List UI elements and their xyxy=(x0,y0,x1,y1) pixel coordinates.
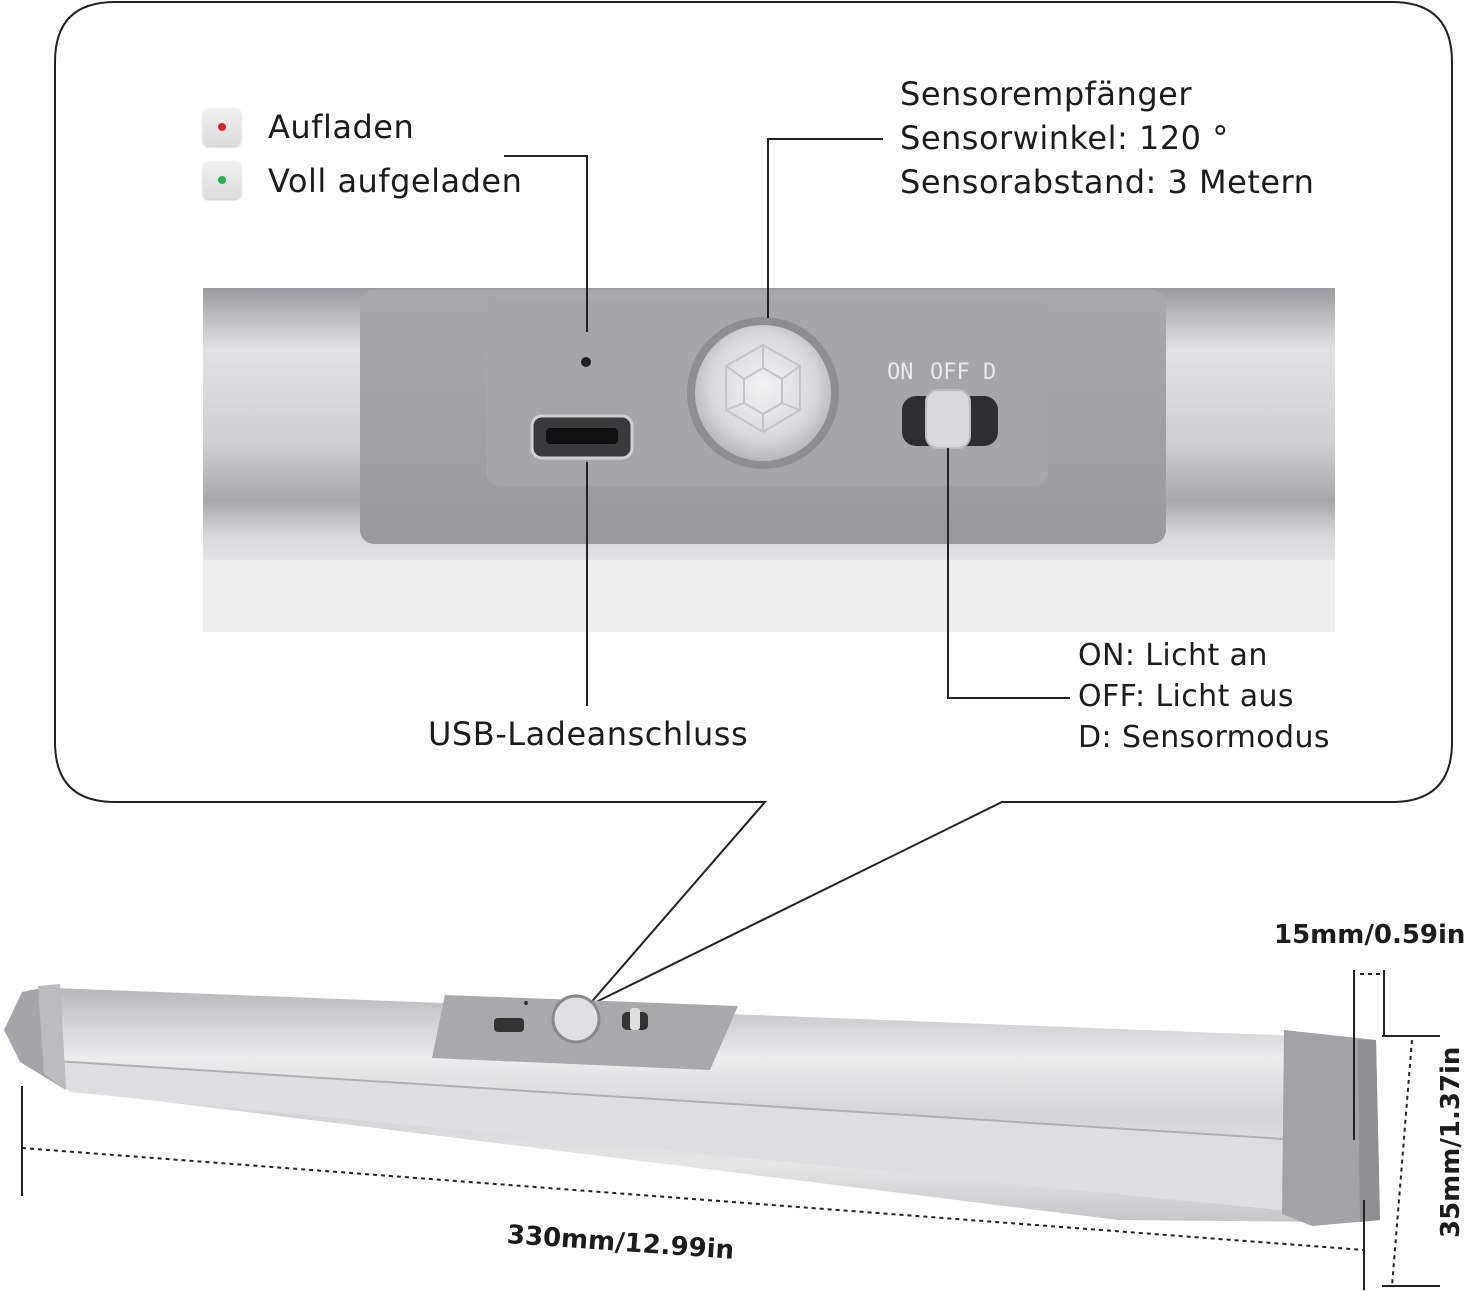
sensor-angle-label: Sensorwinkel: 120 ° xyxy=(900,119,1229,157)
height-dimension-label: 35mm/1.37in xyxy=(1436,1046,1466,1238)
full-label: Voll aufgeladen xyxy=(268,162,523,200)
full-indicator-icon xyxy=(203,161,241,199)
charging-indicator-icon xyxy=(203,108,241,146)
switch-label-on: ON xyxy=(887,360,914,385)
sensor-receiver-label: Sensorempfänger xyxy=(900,75,1192,113)
sensor-distance-label: Sensorabstand: 3 Metern xyxy=(900,163,1315,201)
switch-label-d: D xyxy=(983,360,997,385)
red-led-icon xyxy=(218,123,226,131)
charging-label: Aufladen xyxy=(268,108,415,146)
switch-desc-off: OFF: Licht aus xyxy=(1078,679,1294,714)
switch-desc-d: D: Sensormodus xyxy=(1078,720,1330,755)
switch-desc-on: ON: Licht an xyxy=(1078,638,1268,673)
depth-dimension-label: 15mm/0.59in xyxy=(1274,920,1466,950)
switch-label-off: OFF xyxy=(930,360,970,385)
usb-port-label: USB-Ladeanschluss xyxy=(428,715,749,753)
green-led-icon xyxy=(218,176,226,184)
